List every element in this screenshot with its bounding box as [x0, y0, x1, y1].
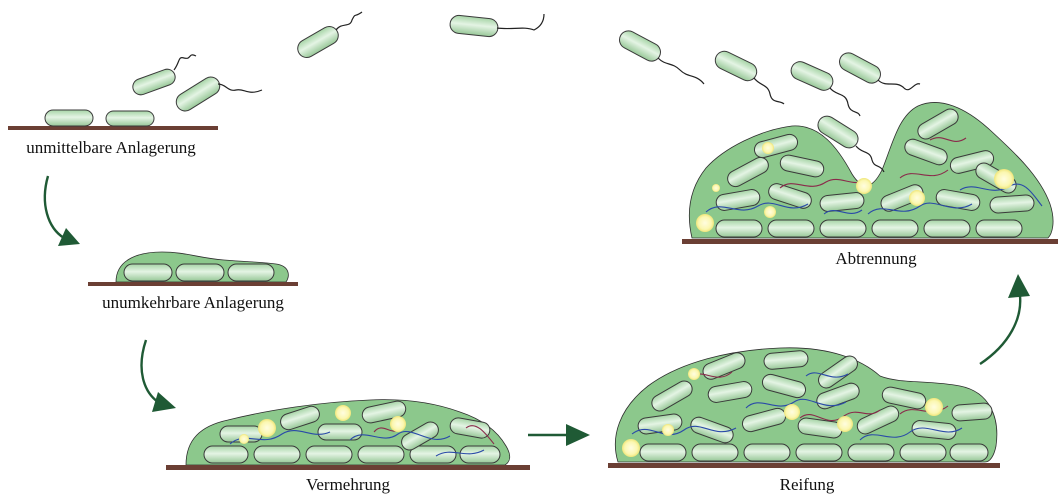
bacterium: [900, 444, 946, 461]
substrate-surface: [8, 126, 218, 130]
bacterium: [796, 444, 842, 461]
vesicle: [712, 184, 720, 192]
bacterium-flagellated: [449, 14, 544, 37]
bacterium: [763, 350, 808, 370]
substrate-surface: [682, 239, 1058, 244]
stage-reversible-attachment: unmittelbare Anlagerung: [8, 12, 544, 157]
vesicle: [335, 405, 351, 421]
bacterium: [976, 220, 1022, 237]
bacterium-flagellated: [616, 28, 704, 84]
bacterium: [410, 446, 456, 463]
bacterium: [124, 264, 172, 281]
bacterium: [744, 444, 790, 461]
bacterium-flagellated: [712, 48, 784, 104]
bacterium: [228, 264, 274, 281]
stage-label-maturation: Reifung: [780, 475, 835, 494]
bacterium: [951, 403, 992, 422]
vesicle: [764, 206, 776, 218]
bacterium: [848, 444, 894, 461]
vesicle: [856, 178, 872, 194]
stage-maturation: Reifung: [608, 348, 1000, 494]
bacterium-flagellated: [173, 74, 262, 115]
vesicle: [784, 404, 800, 420]
bacterium: [872, 220, 918, 237]
bacterium: [768, 220, 814, 237]
bacterium: [176, 264, 224, 281]
vesicle: [622, 439, 640, 457]
stage-irreversible-attachment: unumkehrbare Anlagerung: [88, 252, 298, 312]
arrow-to-irreversible-attachment: [45, 176, 80, 246]
bacterium: [950, 444, 988, 461]
bacterium: [640, 444, 686, 461]
bacterium-flagellated: [294, 12, 362, 61]
bacterium: [106, 111, 154, 126]
vesicle: [688, 368, 700, 380]
arrow-to-proliferation: [142, 340, 176, 412]
vesicle: [696, 214, 714, 232]
stage-label-dispersal: Abtrennung: [835, 249, 917, 268]
substrate-surface: [608, 463, 1000, 468]
bacterium: [716, 220, 762, 237]
bacterium: [45, 110, 93, 126]
vesicle: [662, 424, 674, 436]
bacterium: [254, 446, 300, 463]
bacterium: [306, 446, 352, 463]
bacterium: [204, 446, 248, 463]
vesicle: [239, 434, 249, 444]
arrow-to-dispersal: [980, 274, 1030, 364]
substrate-surface: [88, 282, 298, 286]
vesicle: [925, 398, 943, 416]
vesicle: [390, 416, 406, 432]
bacterium: [989, 194, 1034, 213]
bacterium: [460, 446, 500, 463]
bacterium: [924, 220, 970, 237]
stage-label-irreversible-attachment: unumkehrbare Anlagerung: [102, 293, 284, 312]
vesicle: [837, 416, 853, 432]
bacterium: [820, 220, 866, 237]
bacterium: [692, 444, 738, 461]
stage-dispersal: Abtrennung: [616, 28, 1058, 268]
bacterium: [358, 446, 404, 463]
stage-proliferation: Vermehrung: [166, 400, 530, 494]
bacterium: [318, 424, 362, 440]
vesicle: [994, 169, 1014, 189]
stage-label-reversible-attachment: unmittelbare Anlagerung: [26, 138, 196, 157]
vesicle: [762, 142, 774, 154]
arrow-to-maturation: [528, 424, 590, 446]
stage-label-proliferation: Vermehrung: [306, 475, 391, 494]
substrate-surface: [166, 465, 530, 470]
bacterium-flagellated: [836, 50, 920, 90]
vesicle: [258, 419, 276, 437]
vesicle: [909, 190, 925, 206]
